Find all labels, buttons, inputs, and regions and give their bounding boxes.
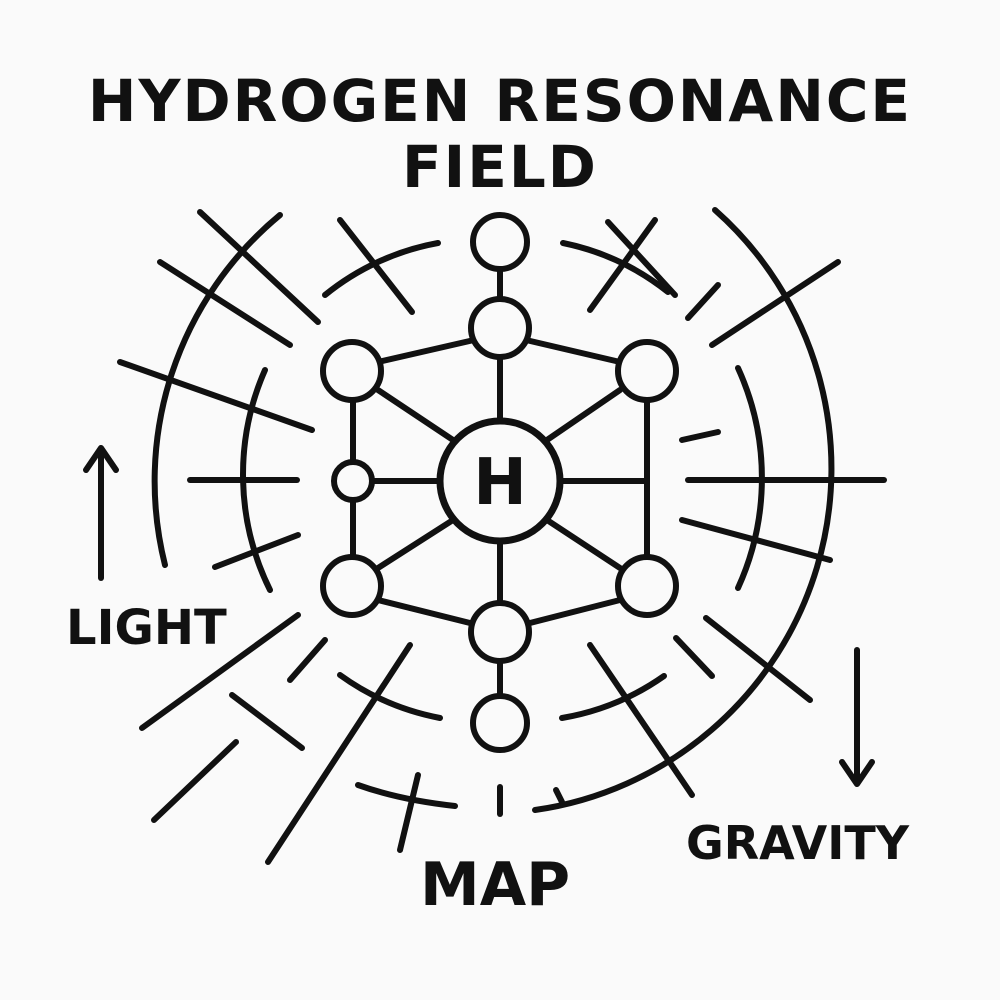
node-bottom — [468, 600, 532, 664]
field-line — [709, 259, 841, 348]
node-lower-right — [615, 554, 679, 618]
hydrogen-hub-circle — [436, 417, 564, 545]
field-lines — [117, 209, 887, 865]
inner-ring-arc-top-left — [322, 240, 441, 298]
node-bottom-outer — [470, 693, 530, 753]
molecule-bonds — [350, 267, 650, 698]
bond-top-to-upper-left — [375, 337, 477, 365]
field-line — [117, 359, 315, 433]
bond-hub-to-lower-left — [375, 517, 456, 571]
field-line — [157, 259, 293, 348]
outer-ring-arc-right — [532, 207, 835, 813]
light-label: LIGHT — [66, 600, 227, 656]
node-lower-left — [320, 554, 384, 618]
arrow-up-icon — [83, 445, 119, 581]
bottom-dashed-arc — [355, 782, 503, 817]
field-line — [679, 517, 833, 563]
bottom-arc-segment-left — [355, 782, 458, 809]
field-line — [287, 637, 328, 683]
map-label: MAP — [420, 850, 571, 920]
field-line — [605, 219, 678, 298]
field-line — [703, 615, 813, 703]
field-line — [587, 217, 658, 313]
inner-field-ring — [240, 240, 765, 721]
field-line — [673, 635, 715, 679]
field-line — [397, 772, 421, 853]
inner-ring-arc-bottom-left — [337, 672, 443, 721]
bond-lower-right-to-bottom — [523, 597, 623, 627]
arrow-down-icon — [839, 647, 875, 787]
bond-upper-left-to-hub — [375, 387, 456, 443]
field-line — [553, 787, 565, 805]
inner-ring-arc-bottom-right — [559, 673, 667, 721]
field-line — [151, 739, 239, 823]
field-line — [229, 692, 305, 751]
node-upper-right — [615, 339, 679, 403]
field-line — [197, 209, 321, 325]
bond-hub-to-lower-right — [544, 517, 623, 571]
gravity-label: GRAVITY — [686, 816, 910, 870]
hydrogen-hub-letter: H — [473, 446, 527, 520]
bond-top-to-upper-right — [523, 337, 623, 365]
diagram-title-line-1: HYDROGEN RESONANCE — [87, 67, 913, 135]
node-top — [468, 296, 532, 360]
node-upper-left — [320, 339, 384, 403]
field-line — [212, 532, 301, 570]
bond-upper-right-to-hub — [544, 387, 623, 443]
inner-ring-arc-top-right — [560, 240, 671, 295]
node-left-small — [331, 459, 375, 503]
field-line — [679, 429, 721, 443]
field-line — [337, 217, 415, 315]
bond-lower-left-to-bottom — [375, 597, 477, 627]
field-line — [587, 642, 695, 798]
field-line — [139, 612, 301, 731]
field-line — [265, 642, 413, 865]
node-top-outer — [470, 212, 530, 272]
molecule-nodes — [320, 212, 679, 753]
diagram-title-line-2: FIELD — [402, 133, 598, 201]
field-line — [685, 282, 721, 321]
